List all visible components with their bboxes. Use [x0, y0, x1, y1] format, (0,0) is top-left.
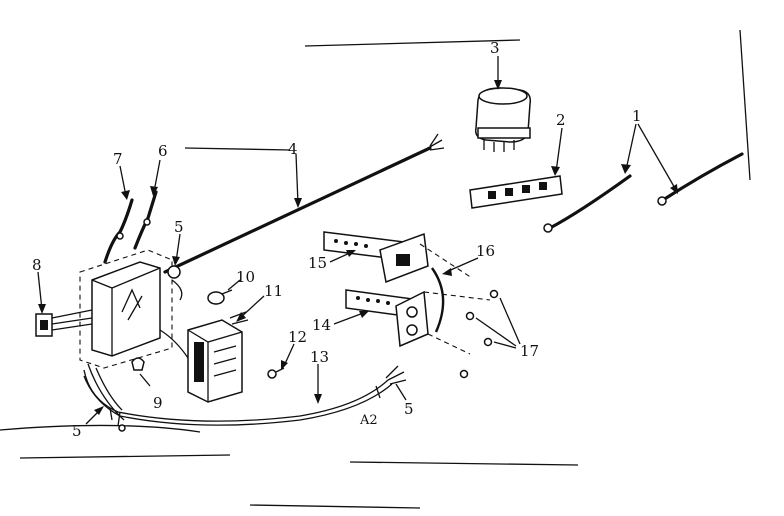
- callout-2: 2: [556, 111, 566, 129]
- callout-13: 13: [310, 348, 329, 366]
- callout-6: 6: [158, 142, 168, 160]
- part-8-switch: [35, 309, 93, 337]
- callout-5-left: 5: [72, 422, 82, 440]
- part-1-wires: [543, 152, 744, 233]
- callout-5-right: 5: [404, 400, 414, 418]
- callouts: 3 2 1 4 6 7 5 8 10 11 12 13 9 5 5 15 14 …: [32, 39, 642, 440]
- part-15-bracket: [323, 231, 473, 284]
- callout-1: 1: [632, 107, 642, 125]
- part-11-transformer: [159, 311, 249, 403]
- callout-3: 3: [490, 39, 500, 57]
- callout-17: 17: [520, 342, 539, 360]
- part-17-screws: [459, 289, 499, 379]
- callout-11: 11: [264, 282, 283, 300]
- part-9-clip: [131, 357, 145, 371]
- junction-box: [79, 249, 183, 369]
- callout-9: 9: [153, 394, 163, 412]
- part-13-harness: [83, 363, 407, 432]
- callout-4: 4: [288, 140, 298, 158]
- callout-5-top: 5: [174, 218, 184, 236]
- callout-14: 14: [312, 316, 331, 334]
- part-2-terminal-strip: [469, 175, 563, 209]
- part-12-screw: [267, 367, 285, 379]
- drawing-code: A2: [359, 413, 378, 428]
- callout-10: 10: [236, 268, 255, 286]
- part-16-arc: [431, 267, 445, 333]
- part-14-bracket: [345, 289, 491, 355]
- callout-7: 7: [113, 150, 123, 168]
- part-6-7-leads: [103, 190, 158, 264]
- part-10-bulb: [207, 289, 233, 305]
- callout-16: 16: [476, 242, 495, 260]
- part-4-cable: [163, 133, 445, 274]
- part-3-capacitor: [474, 87, 532, 152]
- leader-lines: [37, 56, 678, 425]
- callout-15: 15: [308, 254, 327, 272]
- frame-lines: [0, 29, 751, 509]
- callout-12: 12: [288, 328, 307, 346]
- callout-8: 8: [32, 256, 42, 274]
